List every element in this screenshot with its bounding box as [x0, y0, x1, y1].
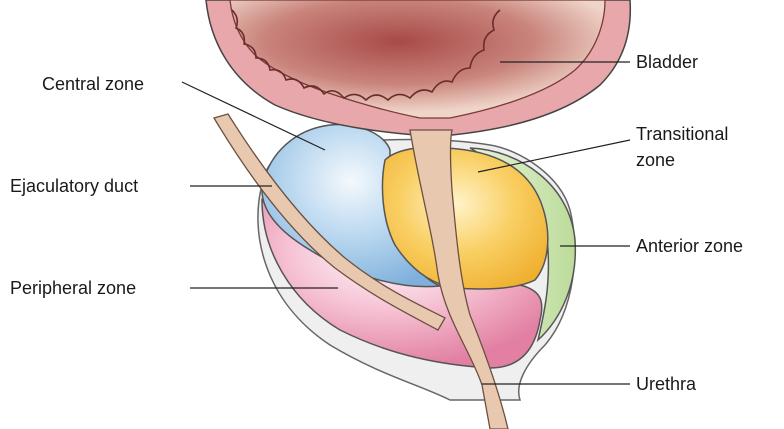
peripheral-zone-label: Peripheral zone: [10, 278, 136, 298]
ejaculatory-duct-label: Ejaculatory duct: [10, 176, 138, 196]
transitional-zone-label-line2: zone: [636, 150, 675, 170]
bladder-label: Bladder: [636, 52, 698, 72]
anterior-zone-label: Anterior zone: [636, 236, 743, 256]
transitional-zone-label-line1: Transitional: [636, 124, 728, 144]
central-zone-label: Central zone: [42, 74, 144, 94]
urethra-label: Urethra: [636, 374, 697, 394]
